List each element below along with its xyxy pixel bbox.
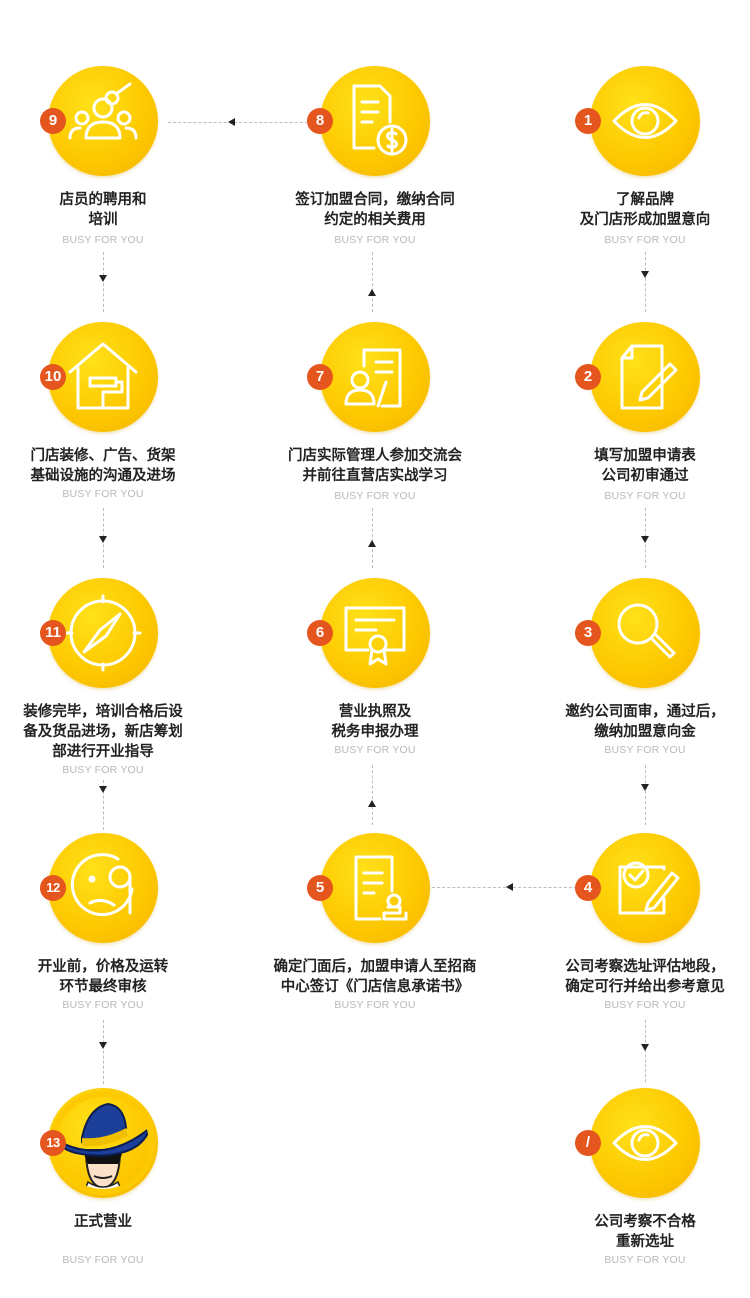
connector-9-10 bbox=[103, 252, 104, 312]
step-label: 邀约公司面审，通过后， 缴纳加盟意向金 bbox=[565, 704, 725, 740]
step-number-badge: 13 bbox=[40, 1130, 66, 1156]
step-number-badge: 1 bbox=[575, 108, 601, 134]
monocle-face-icon bbox=[70, 853, 134, 917]
arrow-to-6 bbox=[368, 800, 376, 807]
recruitment-icon bbox=[68, 82, 138, 140]
connector-1-2 bbox=[645, 252, 646, 312]
step-label: 公司考察不合格 重新选址 bbox=[594, 1214, 696, 1250]
step-number-badge: 8 bbox=[307, 108, 333, 134]
arrow-to-8 bbox=[368, 289, 376, 296]
step-circle bbox=[48, 66, 158, 176]
step-subtitle: BUSY FOR YOU bbox=[604, 999, 686, 1011]
step-circle bbox=[320, 578, 430, 688]
person-document-icon bbox=[344, 348, 402, 408]
step-label: 正式营业 bbox=[74, 1214, 132, 1230]
arrow-to-12 bbox=[99, 786, 107, 793]
step-number-badge: 7 bbox=[307, 364, 333, 390]
arrow-to-4 bbox=[641, 784, 649, 791]
step-circle bbox=[48, 833, 158, 943]
connector-11-12 bbox=[103, 780, 104, 830]
step-subtitle: BUSY FOR YOU bbox=[62, 999, 144, 1011]
step-label: 门店装修、广告、货架 基础设施的沟通及进场 bbox=[30, 448, 176, 484]
step-number-badge: 11 bbox=[40, 620, 66, 646]
step-label: 开业前，价格及运转 环节最终审核 bbox=[37, 959, 169, 995]
step-subtitle: BUSY FOR YOU bbox=[62, 1254, 144, 1266]
connector-8-9 bbox=[168, 122, 318, 123]
arrow-to-9 bbox=[228, 118, 235, 126]
step-subtitle: BUSY FOR YOU bbox=[604, 490, 686, 502]
step-label: 营业执照及 税务申报办理 bbox=[331, 704, 419, 740]
step-circle bbox=[320, 66, 430, 176]
step-circle bbox=[48, 1088, 158, 1198]
step-subtitle: BUSY FOR YOU bbox=[604, 234, 686, 246]
step-label: 装修完毕，培训合格后设 备及货品进场，新店筹划 部进行开业指导 bbox=[23, 704, 183, 760]
step-label: 了解品牌 及门店形成加盟意向 bbox=[579, 192, 711, 228]
certificate-icon bbox=[344, 606, 406, 666]
step-subtitle: BUSY FOR YOU bbox=[334, 744, 416, 756]
arrow-to-5 bbox=[506, 883, 513, 891]
step-circle bbox=[320, 833, 430, 943]
step-number-badge: 10 bbox=[40, 364, 66, 390]
arrow-to-3 bbox=[641, 536, 649, 543]
step-number-badge: 4 bbox=[575, 875, 601, 901]
step-subtitle: BUSY FOR YOU bbox=[604, 744, 686, 756]
arrow-to-2 bbox=[641, 271, 649, 278]
connector-3-4 bbox=[645, 765, 646, 825]
step-label: 签订加盟合同，缴纳合同 约定的相关费用 bbox=[295, 192, 455, 228]
step-circle bbox=[590, 833, 700, 943]
arrow-to-fail bbox=[641, 1044, 649, 1051]
step-number-badge: 9 bbox=[40, 108, 66, 134]
step-subtitle: BUSY FOR YOU bbox=[334, 999, 416, 1011]
connector-5-6 bbox=[372, 765, 373, 825]
step-label: 门店实际管理人参加交流会 并前往直营店实战学习 bbox=[288, 448, 462, 484]
step-label: 填写加盟申请表 公司初审通过 bbox=[594, 448, 696, 484]
step-circle bbox=[48, 578, 158, 688]
connector-7-8 bbox=[372, 252, 373, 312]
arrow-to-7 bbox=[368, 540, 376, 547]
step-circle bbox=[320, 322, 430, 432]
step-number-badge: 5 bbox=[307, 875, 333, 901]
step-label: 公司考察选址评估地段， 确定可行并给出参考意见 bbox=[565, 959, 725, 995]
compass-icon bbox=[64, 594, 142, 672]
approval-checklist-icon bbox=[618, 861, 680, 915]
eye-icon bbox=[612, 103, 678, 139]
contract-fee-icon bbox=[352, 84, 408, 156]
connector-4-fail bbox=[645, 1020, 646, 1082]
step-number-badge: / bbox=[575, 1130, 601, 1156]
arrow-to-10 bbox=[99, 275, 107, 282]
step-subtitle: BUSY FOR YOU bbox=[334, 234, 416, 246]
step-circle bbox=[590, 322, 700, 432]
eye-icon bbox=[612, 1125, 678, 1161]
house-paint-roller-icon bbox=[68, 342, 138, 410]
arrow-to-11 bbox=[99, 536, 107, 543]
step-subtitle: BUSY FOR YOU bbox=[62, 764, 144, 776]
step-number-badge: 12 bbox=[40, 875, 66, 901]
step-circle bbox=[48, 322, 158, 432]
stamped-document-icon bbox=[354, 855, 408, 921]
step-circle bbox=[590, 1088, 700, 1198]
step-label: 确定门面后，加盟申请人至招商 中心签订《门店信息承诺书》 bbox=[273, 959, 477, 995]
edit-document-icon bbox=[620, 344, 678, 410]
magnifier-icon bbox=[617, 603, 676, 659]
step-circle bbox=[590, 578, 700, 688]
step-subtitle: BUSY FOR YOU bbox=[604, 1254, 686, 1266]
step-subtitle: BUSY FOR YOU bbox=[62, 488, 144, 500]
connector-6-7 bbox=[372, 508, 373, 568]
connector-12-13 bbox=[103, 1020, 104, 1084]
step-subtitle: BUSY FOR YOU bbox=[334, 490, 416, 502]
step-number-badge: 2 bbox=[575, 364, 601, 390]
step-label: 店员的聘用和 培训 bbox=[59, 192, 147, 228]
step-circle bbox=[590, 66, 700, 176]
step-subtitle: BUSY FOR YOU bbox=[62, 234, 144, 246]
arrow-to-13 bbox=[99, 1042, 107, 1049]
step-number-badge: 6 bbox=[307, 620, 333, 646]
step-number-badge: 3 bbox=[575, 620, 601, 646]
